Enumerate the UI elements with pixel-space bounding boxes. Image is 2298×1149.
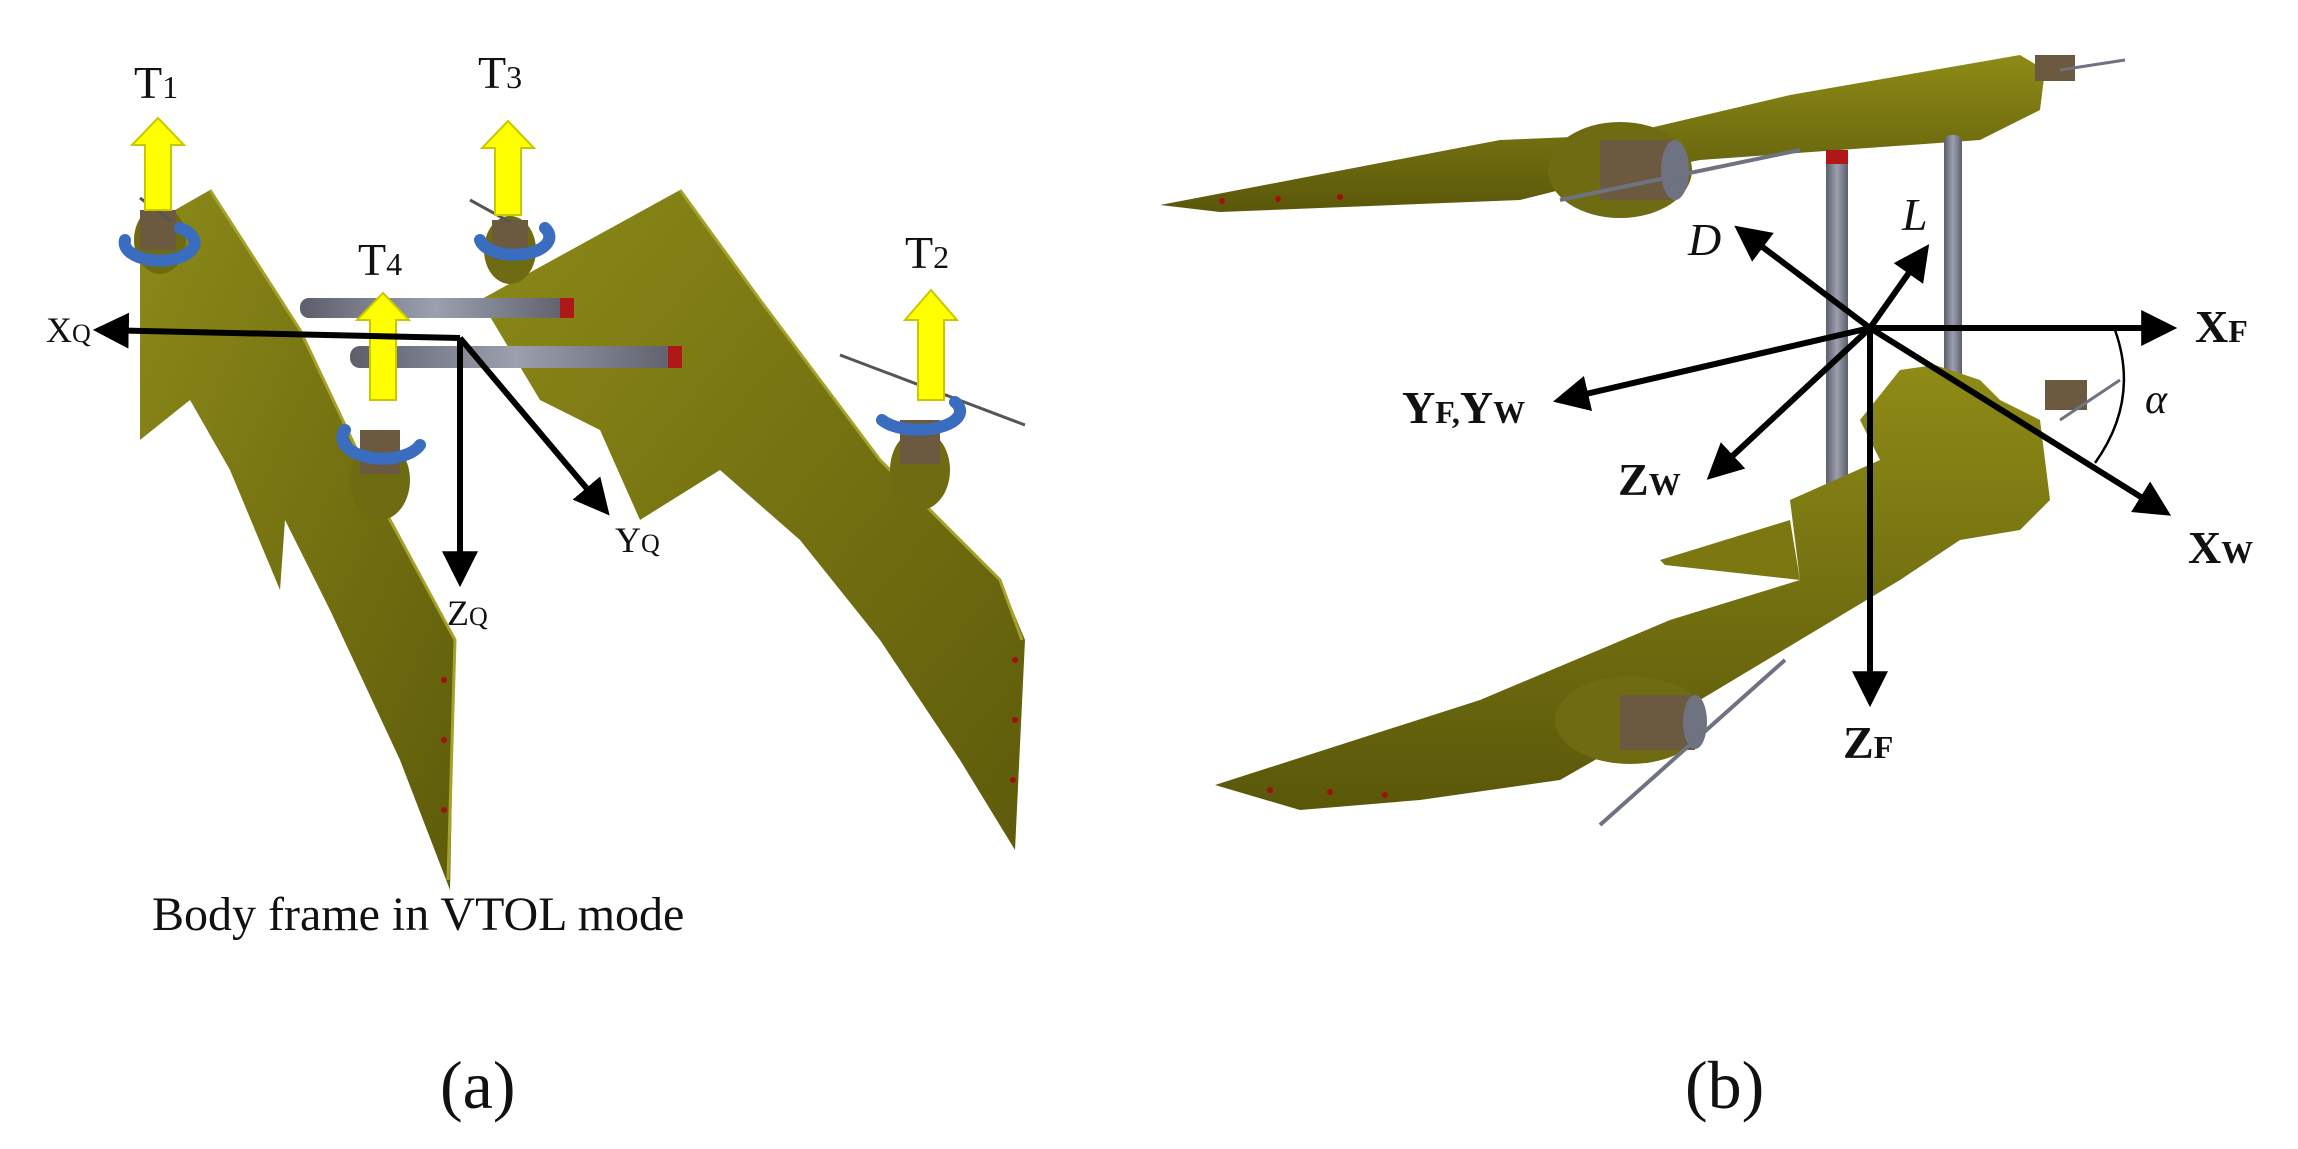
- label-t3: T3: [478, 47, 522, 98]
- label-t4: T4: [358, 234, 402, 285]
- label-alpha: α: [2145, 377, 2168, 423]
- thrust-arrow-t4: [354, 291, 412, 401]
- label-t1: T1: [134, 57, 178, 108]
- vtol-aircraft-illustration: [134, 189, 1026, 890]
- left-wing: [140, 190, 455, 890]
- label-lift: L: [1901, 189, 1928, 240]
- label-yq: YQ: [615, 520, 660, 560]
- axis-yq: [457, 336, 610, 516]
- label-zq: ZQ: [447, 593, 488, 633]
- axis-xw: [1868, 325, 2172, 516]
- angle-alpha-arc: [2093, 329, 2126, 464]
- force-drag: [1734, 225, 1872, 331]
- rotation-arrow-4: [336, 424, 426, 465]
- motor: [1620, 695, 1695, 750]
- label-t2: T2: [905, 227, 949, 278]
- caption-body-frame: Body frame in VTOL mode: [152, 888, 684, 941]
- label-zw: ZW: [1618, 454, 1681, 505]
- force-lift: [1867, 244, 1930, 330]
- strut: [300, 298, 570, 318]
- axis-yf-yw: [1552, 325, 1871, 412]
- strut: [1944, 135, 1962, 435]
- label-xf: XF: [2195, 301, 2248, 352]
- wind-frame-axes: [1552, 225, 2178, 708]
- body-frame-axes: [92, 312, 610, 588]
- thrust-arrow-t2: [902, 288, 960, 401]
- axis-zw: [1706, 325, 1873, 480]
- axis-xq: [92, 312, 461, 349]
- fixed-wing-aircraft-illustration: [1160, 55, 2126, 827]
- panel-a: T1 T3 T4 T2 XQ YQ ZQ Body frame in VTOL …: [46, 47, 1026, 1123]
- thrust-arrow-t3: [479, 119, 537, 216]
- panel-label-a: (a): [440, 1047, 515, 1123]
- panel-label-b: (b): [1685, 1047, 1764, 1123]
- thrust-arrows: [129, 116, 960, 401]
- label-xq: XQ: [46, 310, 91, 350]
- rotation-arrow-1: [118, 222, 201, 267]
- strut: [350, 346, 680, 368]
- label-yf-yw: YF,YW: [1402, 382, 1525, 433]
- label-xw: XW: [2188, 522, 2253, 573]
- thrust-arrow-t1: [129, 116, 187, 211]
- rotation-arrows: [118, 222, 967, 465]
- label-zf: ZF: [1843, 717, 1893, 768]
- label-drag: D: [1687, 214, 1721, 265]
- rotation-arrow-2: [876, 396, 967, 436]
- panel-b: XF YF,YW ZW XW ZF D L α (b): [1160, 55, 2253, 1123]
- upper-wing: [1160, 55, 2045, 212]
- rotation-arrow-3: [474, 222, 556, 261]
